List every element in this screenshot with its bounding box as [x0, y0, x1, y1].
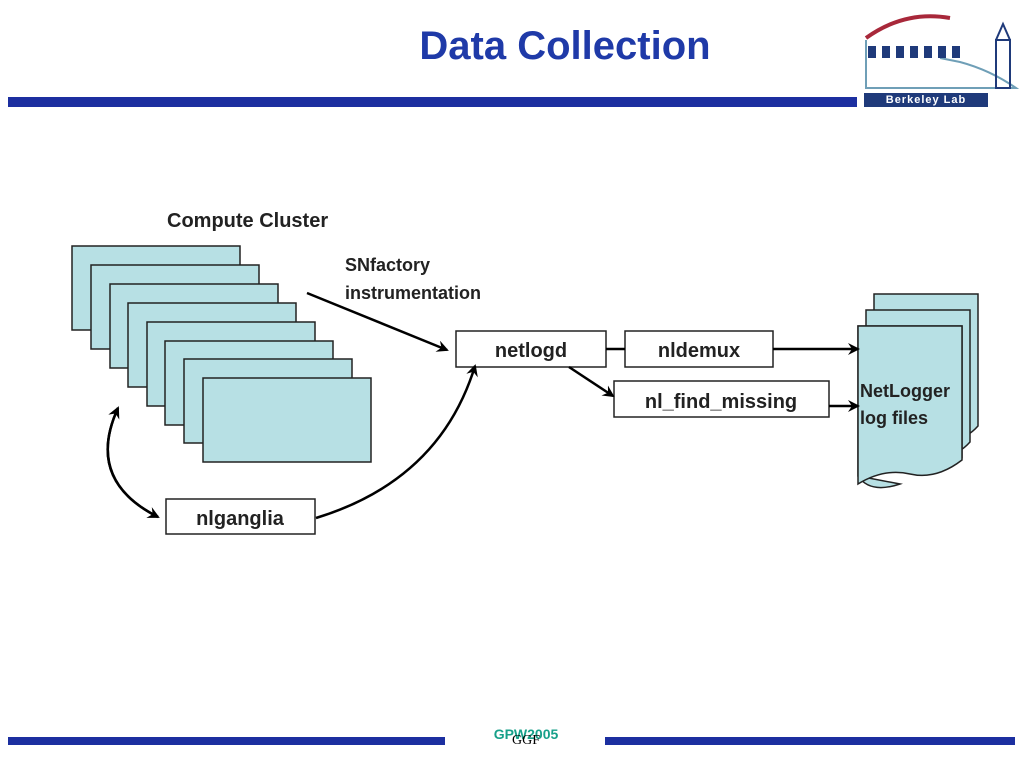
footer-conference: GPW2005	[493, 726, 559, 742]
nldemux-box: nldemux	[624, 330, 774, 368]
arrow-nlganglia-to-netlogd	[315, 364, 478, 520]
cluster-node	[202, 377, 372, 463]
footer-rule-left	[8, 737, 445, 745]
arrow-netlogd-to-nl-find-missing	[568, 365, 615, 398]
netlogd-label: netlogd	[495, 340, 567, 362]
nlganglia-label: nlganglia	[196, 508, 285, 530]
nlganglia-box: nlganglia	[165, 498, 316, 535]
compute-cluster-stack	[71, 245, 372, 463]
logo-graphic	[864, 14, 1020, 89]
log-files-label-line1: NetLogger	[860, 381, 950, 401]
arrow-instrumentation-to-netlogd	[306, 291, 449, 352]
instrumentation-label-line2: instrumentation	[345, 283, 481, 303]
netlogd-box: netlogd	[455, 330, 607, 368]
nl-find-missing-label: nl_find_missing	[645, 391, 797, 413]
footer-rule-right	[605, 737, 1015, 745]
log-files-label-line2: log files	[860, 408, 928, 428]
arrow-nlganglia-to-cluster	[106, 406, 159, 519]
nl-find-missing-box: nl_find_missing	[613, 380, 830, 418]
slide-title: Data Collection	[419, 24, 711, 68]
footer-organization: GGF	[511, 733, 540, 748]
log-file-doc-front	[857, 325, 963, 486]
logo-text: Berkeley Lab	[864, 93, 988, 107]
log-files-stack	[857, 293, 979, 489]
flow-arrows	[106, 291, 860, 520]
instrumentation-label-line1: SNfactory	[345, 255, 430, 275]
nldemux-label: nldemux	[658, 340, 740, 362]
cluster-label: Compute Cluster	[167, 210, 328, 232]
title-rule	[8, 97, 857, 107]
